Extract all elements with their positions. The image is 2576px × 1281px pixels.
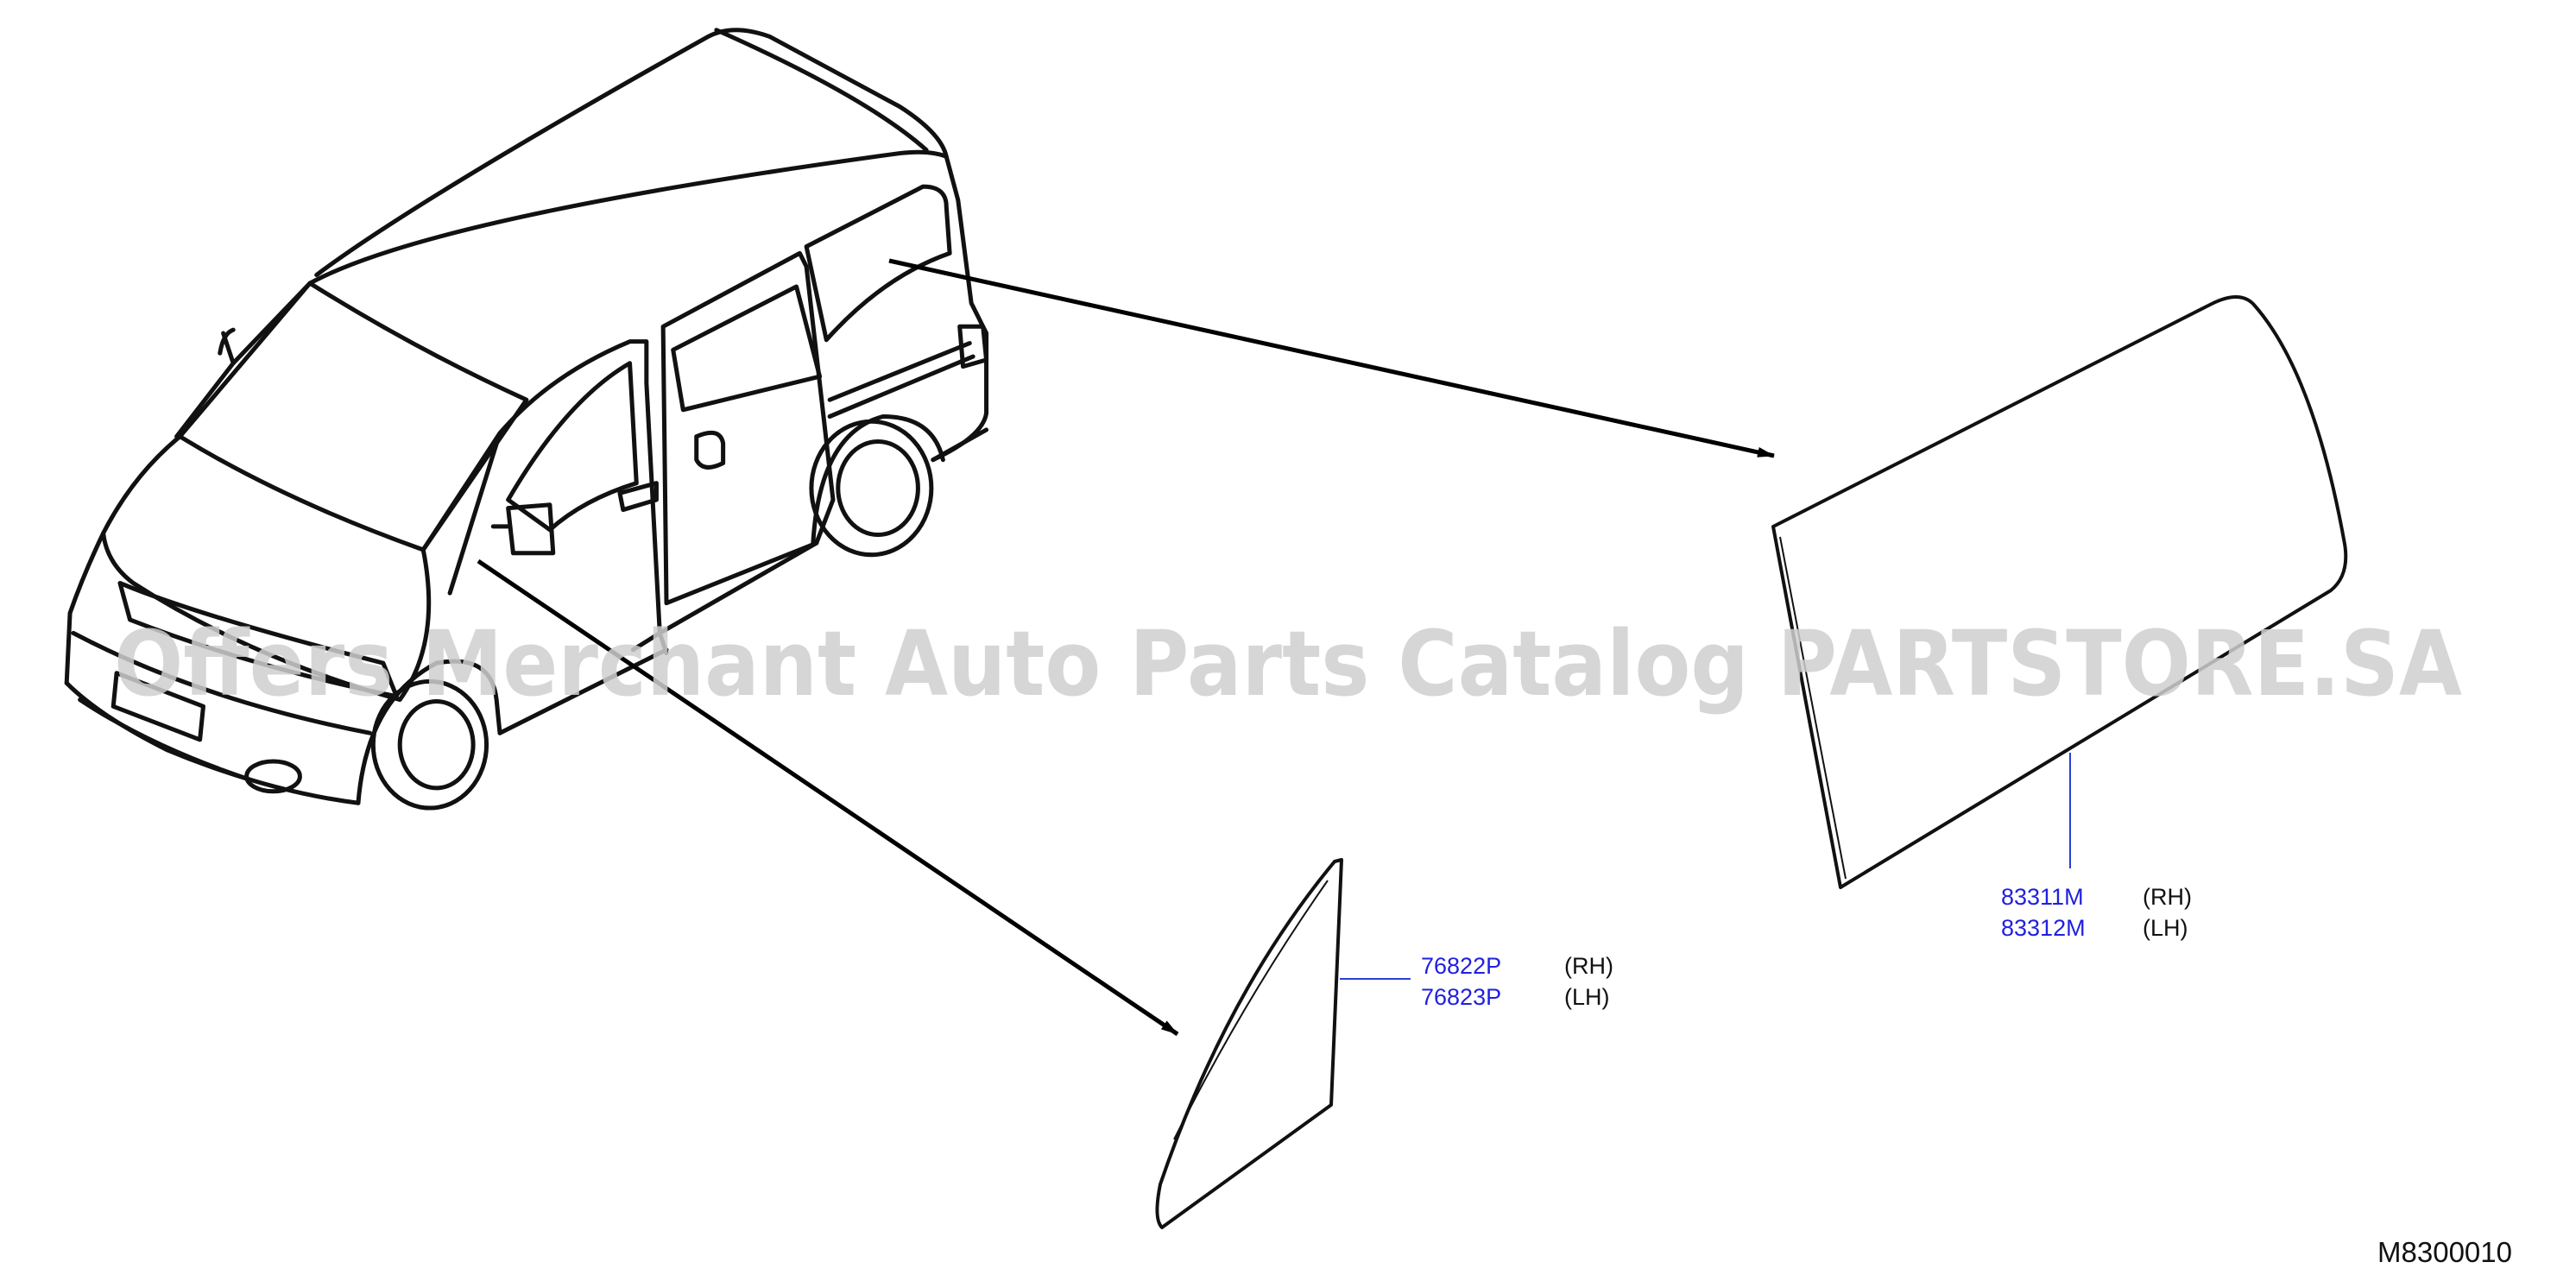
arrow-to-rear-side-glass [888,258,1775,458]
part-number-link[interactable]: 83312M [2001,915,2086,941]
part-number-link[interactable]: 76823P [1421,984,1501,1010]
side-label: (LH) [1564,984,1610,1010]
side-label: (LH) [2143,915,2188,941]
callout-quarter-glass: 76822P (RH) 76823P (LH) [1421,953,1613,1010]
side-label: (RH) [2143,884,2192,910]
diagram-code: M8300010 [2377,1236,2512,1268]
arrow-to-quarter-glass [477,558,1179,1037]
callout-rear-side-glass: 83311M (RH) 83312M (LH) [2001,884,2192,941]
van-illustration [64,28,989,811]
part-number-link[interactable]: 76822P [1421,953,1501,979]
part-number-link[interactable]: 83311M [2001,884,2084,910]
rear-side-window-glass [1771,295,2348,889]
side-label: (RH) [1564,953,1613,979]
watermark-text: Offers Merchant Auto Parts Catalog PARTS… [114,611,2462,716]
front-quarter-glass [1155,858,1343,1229]
